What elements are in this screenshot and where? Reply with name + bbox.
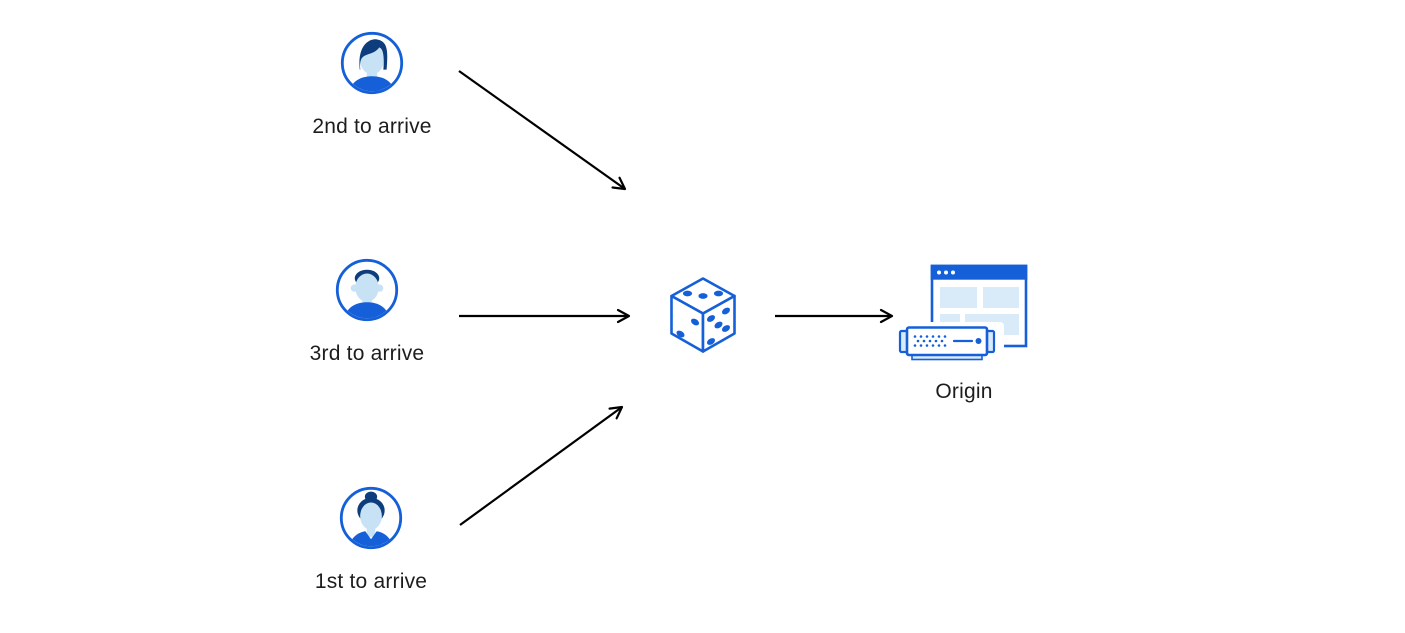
user-label: 2nd to arrive (312, 115, 432, 138)
user-label: 1st to arrive (314, 570, 428, 593)
user-node-1st-to-arrive: 1st to arrive (291, 485, 451, 594)
arrow-1st-to-dice (459, 405, 624, 526)
arrow-2nd-to-dice (458, 70, 627, 191)
origin-label: Origin (935, 380, 993, 403)
user-node-2nd-to-arrive: 2nd to arrive (292, 30, 452, 139)
avatar-man-short-hair-icon (335, 258, 399, 322)
dice-node (668, 276, 738, 354)
dice-icon (670, 277, 736, 353)
avatar-woman-bun-icon (339, 486, 403, 550)
origin-node: Origin (898, 262, 1030, 404)
server-icon (898, 322, 1004, 363)
avatar-man-side-part-icon (340, 31, 404, 95)
user-label: 3rd to arrive (309, 342, 425, 365)
origin-browser-server-icon (898, 264, 1028, 363)
user-node-3rd-to-arrive: 3rd to arrive (287, 257, 447, 366)
